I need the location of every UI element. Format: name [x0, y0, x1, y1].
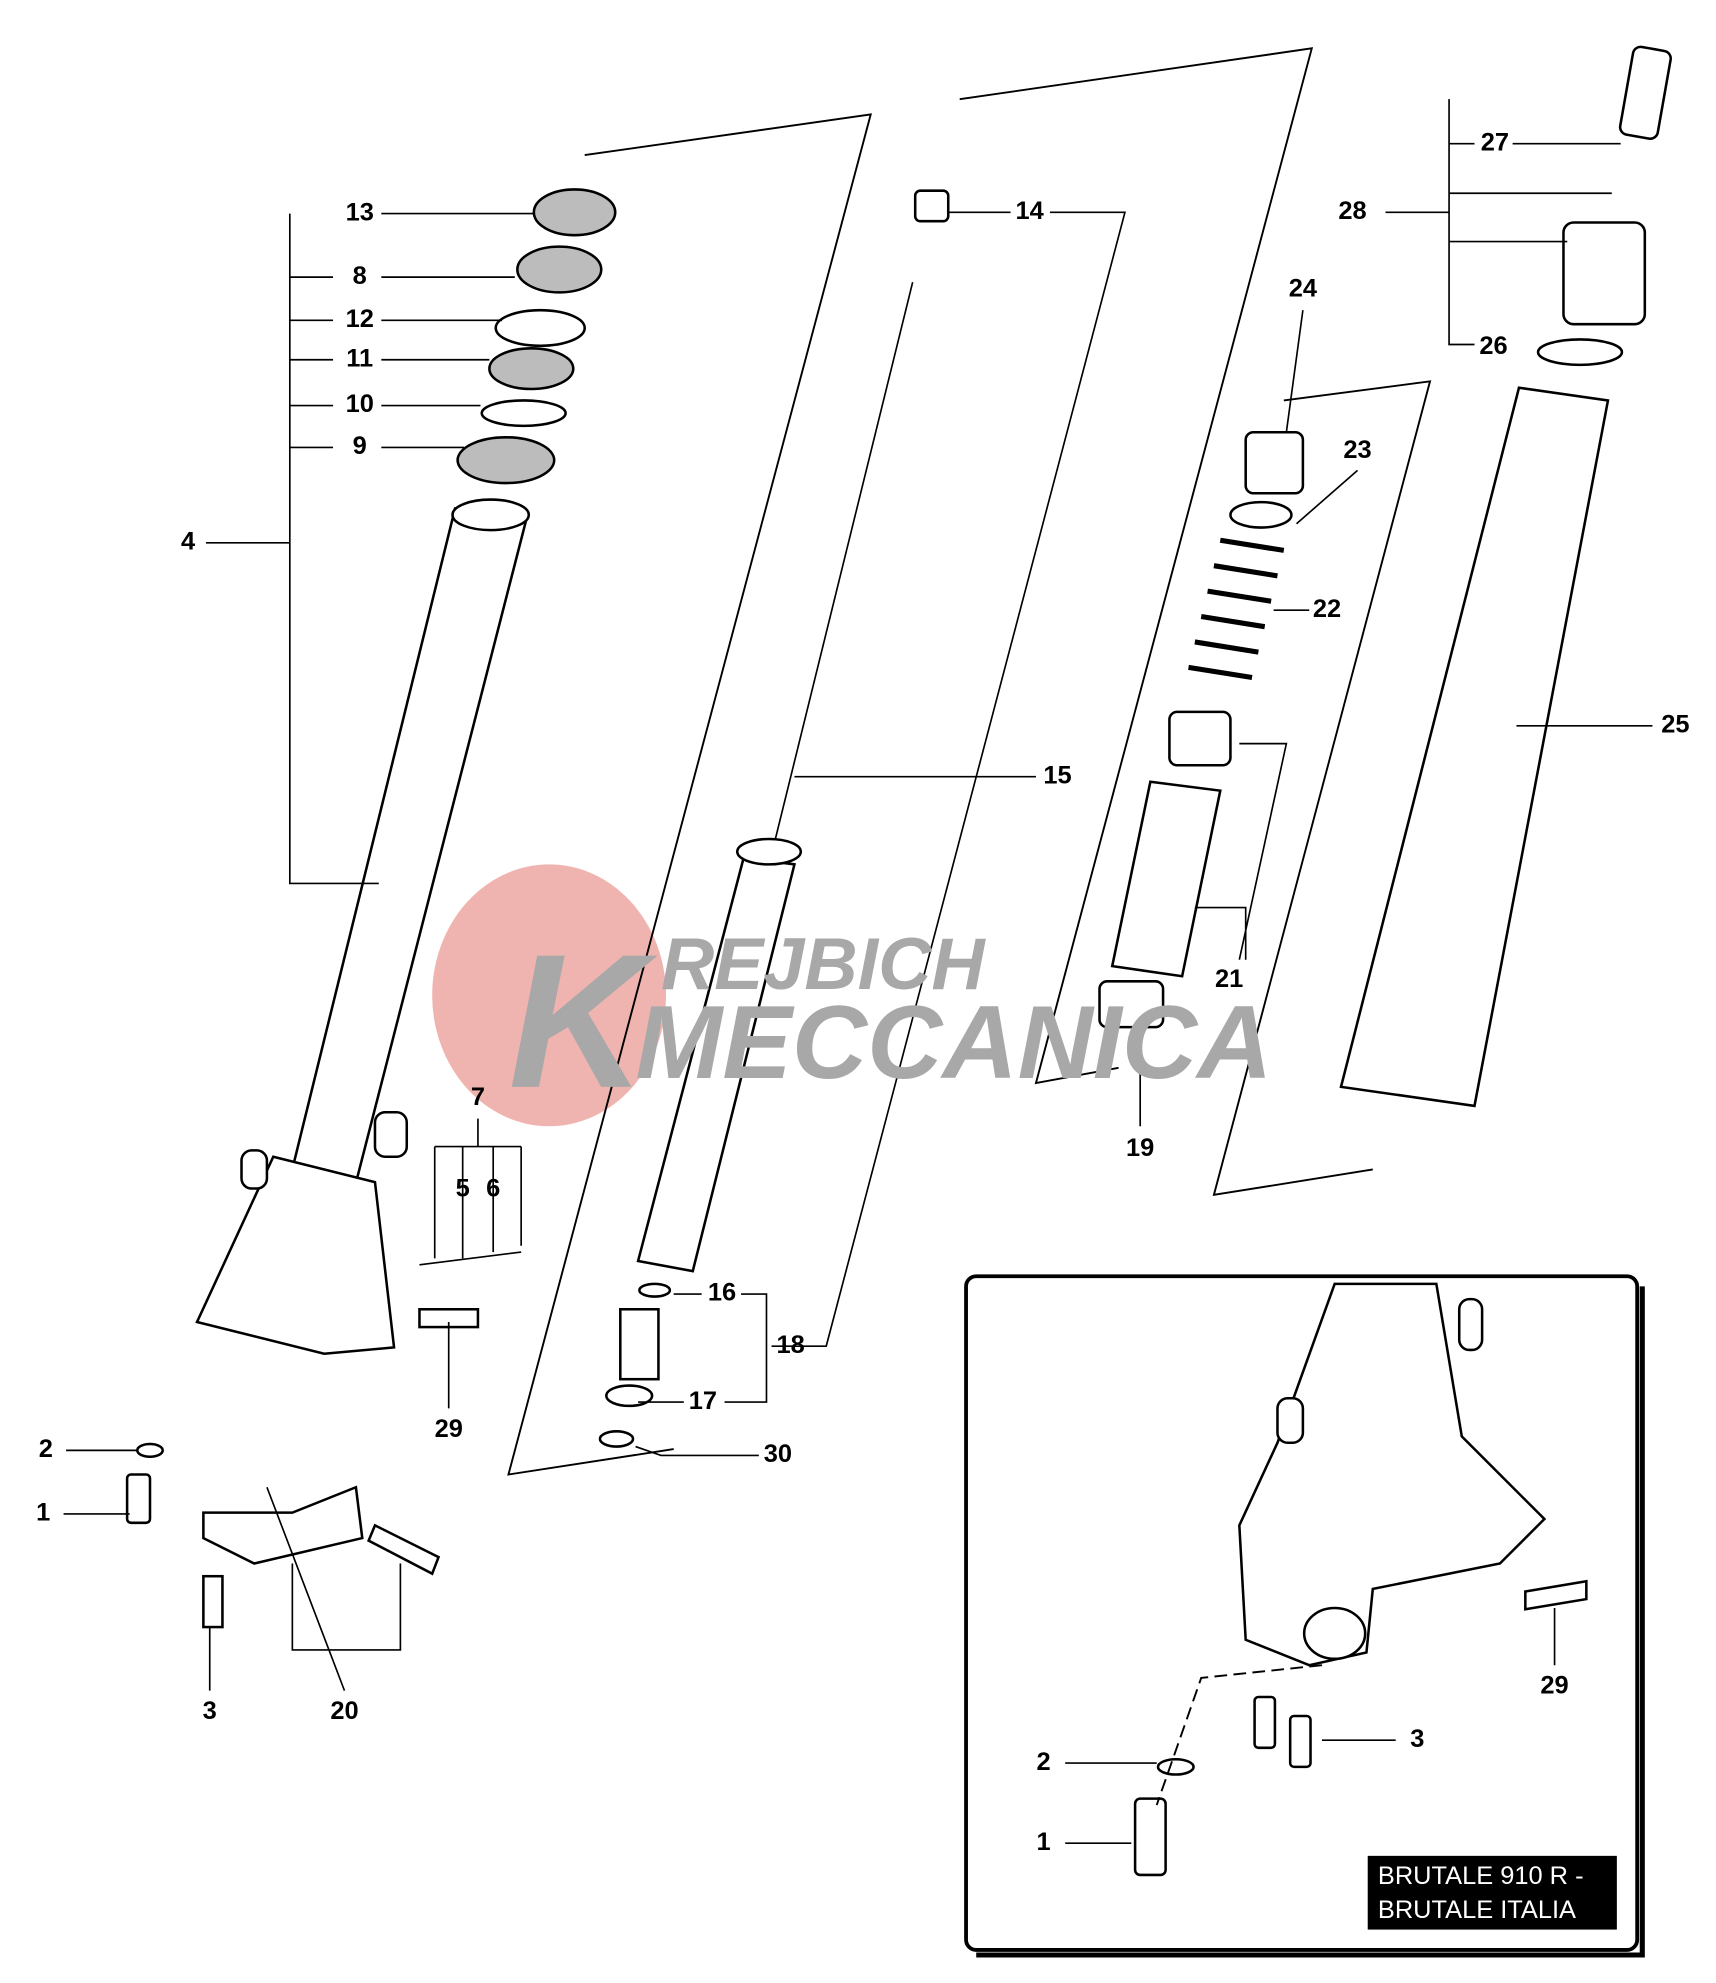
- callout-30: 30: [764, 1440, 792, 1468]
- spring-assembly: [1098, 430, 1305, 1029]
- callout-5: 5: [456, 1175, 470, 1203]
- axle-clamp-parts: [125, 1251, 522, 1629]
- inset-variant-view: 29 3 2 1 BRUTALE 910 R - BRUTALE ITALIA: [964, 1274, 1645, 1958]
- callout-20: 20: [330, 1697, 358, 1725]
- callout-24: 24: [1289, 275, 1317, 303]
- callout-15: 15: [1043, 761, 1071, 789]
- callout-17: 17: [689, 1387, 717, 1415]
- callout-12: 12: [346, 305, 374, 333]
- callout-29: 29: [435, 1415, 463, 1443]
- callout-23: 23: [1343, 436, 1371, 464]
- callout-2: 2: [39, 1435, 53, 1463]
- callout-labels: 13 8 12 11 10 9 4 14 15 24 23 22 25 21 1…: [36, 128, 1689, 1725]
- callout-8: 8: [353, 262, 367, 290]
- watermark-logo: K REJBICH MECCANICA: [508, 915, 1272, 1128]
- watermark-line2: MECCANICA: [636, 985, 1273, 1101]
- watermark-k: K: [508, 915, 658, 1128]
- inset-callout-3: 3: [1410, 1725, 1424, 1753]
- callout-11: 11: [346, 344, 373, 372]
- leader-lines: [63, 99, 1653, 1691]
- callout-26: 26: [1479, 332, 1507, 360]
- callout-9: 9: [353, 432, 367, 460]
- callout-18: 18: [776, 1331, 804, 1359]
- fork-outer-tube: [195, 498, 531, 1356]
- callout-6: 6: [486, 1175, 500, 1203]
- assembly-frame-right: [1212, 380, 1432, 1197]
- inset-callout-1: 1: [1037, 1828, 1051, 1856]
- inset-caption-badge: [1367, 1855, 1617, 1930]
- assembly-frame-middle: [959, 47, 1314, 1085]
- callout-22: 22: [1313, 595, 1341, 623]
- inset-callout-29: 29: [1540, 1672, 1568, 1700]
- watermark-line1: REJBICH: [661, 922, 986, 1005]
- inset-caption-line2: BRUTALE ITALIA: [1378, 1896, 1576, 1924]
- callout-7: 7: [471, 1083, 485, 1111]
- callout-1: 1: [36, 1499, 50, 1527]
- callout-14: 14: [1015, 197, 1043, 225]
- callout-16: 16: [708, 1279, 736, 1307]
- callout-13: 13: [346, 198, 374, 226]
- damper-rod: [598, 189, 950, 1448]
- fork-lower-tube: [1339, 45, 1672, 1108]
- assembly-frame-left: [507, 113, 873, 1476]
- inset-caption-line1: BRUTALE 910 R -: [1378, 1862, 1584, 1890]
- watermark-circle: [432, 864, 667, 1127]
- callout-27: 27: [1481, 128, 1509, 156]
- callout-3: 3: [203, 1697, 217, 1725]
- callout-21: 21: [1215, 965, 1243, 993]
- top-stack-parts: [456, 188, 617, 485]
- inset-callout-2: 2: [1037, 1748, 1051, 1776]
- callout-4: 4: [181, 528, 195, 556]
- callout-19: 19: [1126, 1134, 1154, 1162]
- callout-10: 10: [346, 390, 374, 418]
- callout-28: 28: [1338, 197, 1366, 225]
- callout-25: 25: [1661, 711, 1689, 739]
